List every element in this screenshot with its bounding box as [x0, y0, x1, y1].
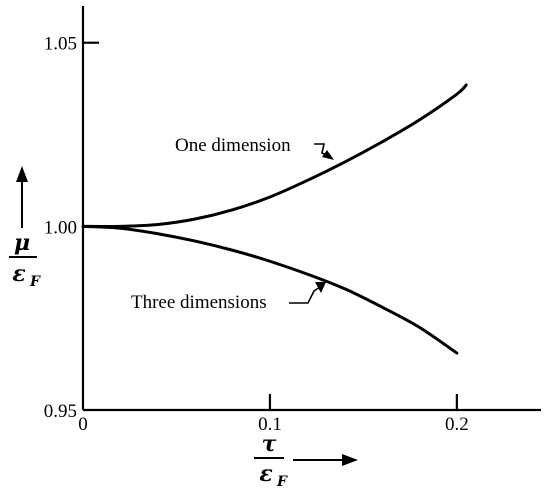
- three-dimensions-arrowhead: [315, 282, 326, 293]
- three-dimensions-curve: [81, 224, 459, 355]
- one-dimension-curve: [81, 83, 468, 228]
- three-dimensions-leader: [289, 286, 321, 304]
- three-dimensions-label: Three dimensions: [131, 292, 267, 313]
- one-dimension-label: One dimension: [175, 135, 291, 156]
- y-label-denominator: ε: [12, 261, 25, 287]
- one-dimension-arrowhead: [322, 150, 334, 160]
- x-label-numerator: τ: [262, 431, 277, 457]
- x-tick-label: 0.1: [258, 414, 282, 435]
- axes: [81, 6, 541, 412]
- x-label-subscript: F: [276, 474, 288, 489]
- y-label-numerator: μ: [14, 230, 30, 256]
- y-tick-label: 1.00: [44, 217, 77, 238]
- x-tick-label: 0: [78, 414, 88, 435]
- x-label-arrowhead: [342, 454, 358, 466]
- curves: [81, 83, 468, 355]
- y-label-subscript: F: [29, 274, 41, 290]
- x-tick-label: 0.2: [445, 414, 469, 435]
- x-label-denominator: ε: [259, 461, 272, 487]
- ticks: 0.95 1.00 1.05 0 0.1 0.2: [44, 34, 469, 435]
- y-tick-label: 0.95: [44, 401, 77, 422]
- y-tick-label: 1.05: [44, 34, 77, 55]
- y-label-arrowhead: [16, 166, 28, 182]
